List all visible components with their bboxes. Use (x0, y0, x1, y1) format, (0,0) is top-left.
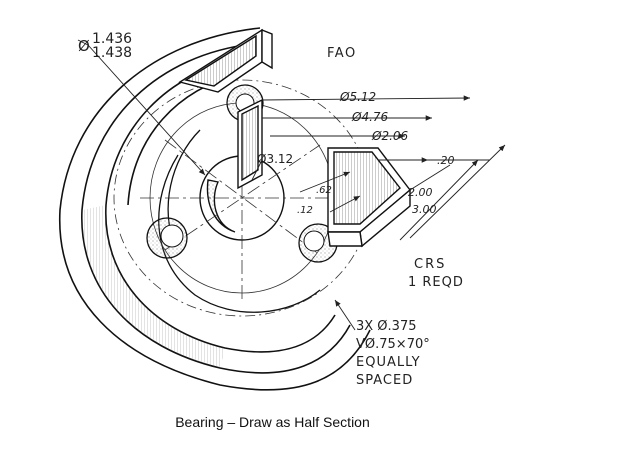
bolt-circle-label: Ø3.12 (257, 152, 293, 166)
dim-12-label: .12 (297, 205, 313, 216)
dia-outer-label: Ø5.12 (339, 90, 376, 104)
material-note: CRS (414, 257, 446, 272)
holes-note-3: EQUALLY (356, 355, 421, 370)
dim-20-label: .20 (437, 154, 455, 167)
hole-right (298, 223, 338, 263)
dim-62-label: .62 (316, 185, 332, 196)
bore-dia-min: 1.438 (92, 45, 132, 61)
shell-inner-texture (81, 205, 226, 368)
dim-300-label: 3.00 (412, 203, 437, 216)
holes-note-1: 3X Ø.375 (356, 319, 417, 334)
finish-note: FAO (327, 46, 357, 61)
bore-dia-prefix: Ø (78, 37, 90, 55)
holes-note-2: VØ.75×70° (356, 337, 430, 352)
dia-inner-label: Ø2.06 (371, 129, 409, 143)
holes-note-4: SPACED (356, 373, 413, 388)
labels: Ø 1.436 1.438 FAO Ø5.12 Ø4.76 Ø2.06 Ø3.1… (78, 31, 464, 388)
dimension-lines (77, 39, 506, 331)
section-cut (178, 28, 411, 248)
quantity-note: 1 REQD (408, 275, 464, 290)
dim-200-label: 2.00 (408, 186, 433, 199)
dia-mid-label: Ø4.76 (351, 110, 389, 124)
hole-left (146, 217, 188, 259)
bore-dia-max: 1.436 (92, 31, 132, 47)
figure-caption: Bearing – Draw as Half Section (175, 414, 370, 430)
